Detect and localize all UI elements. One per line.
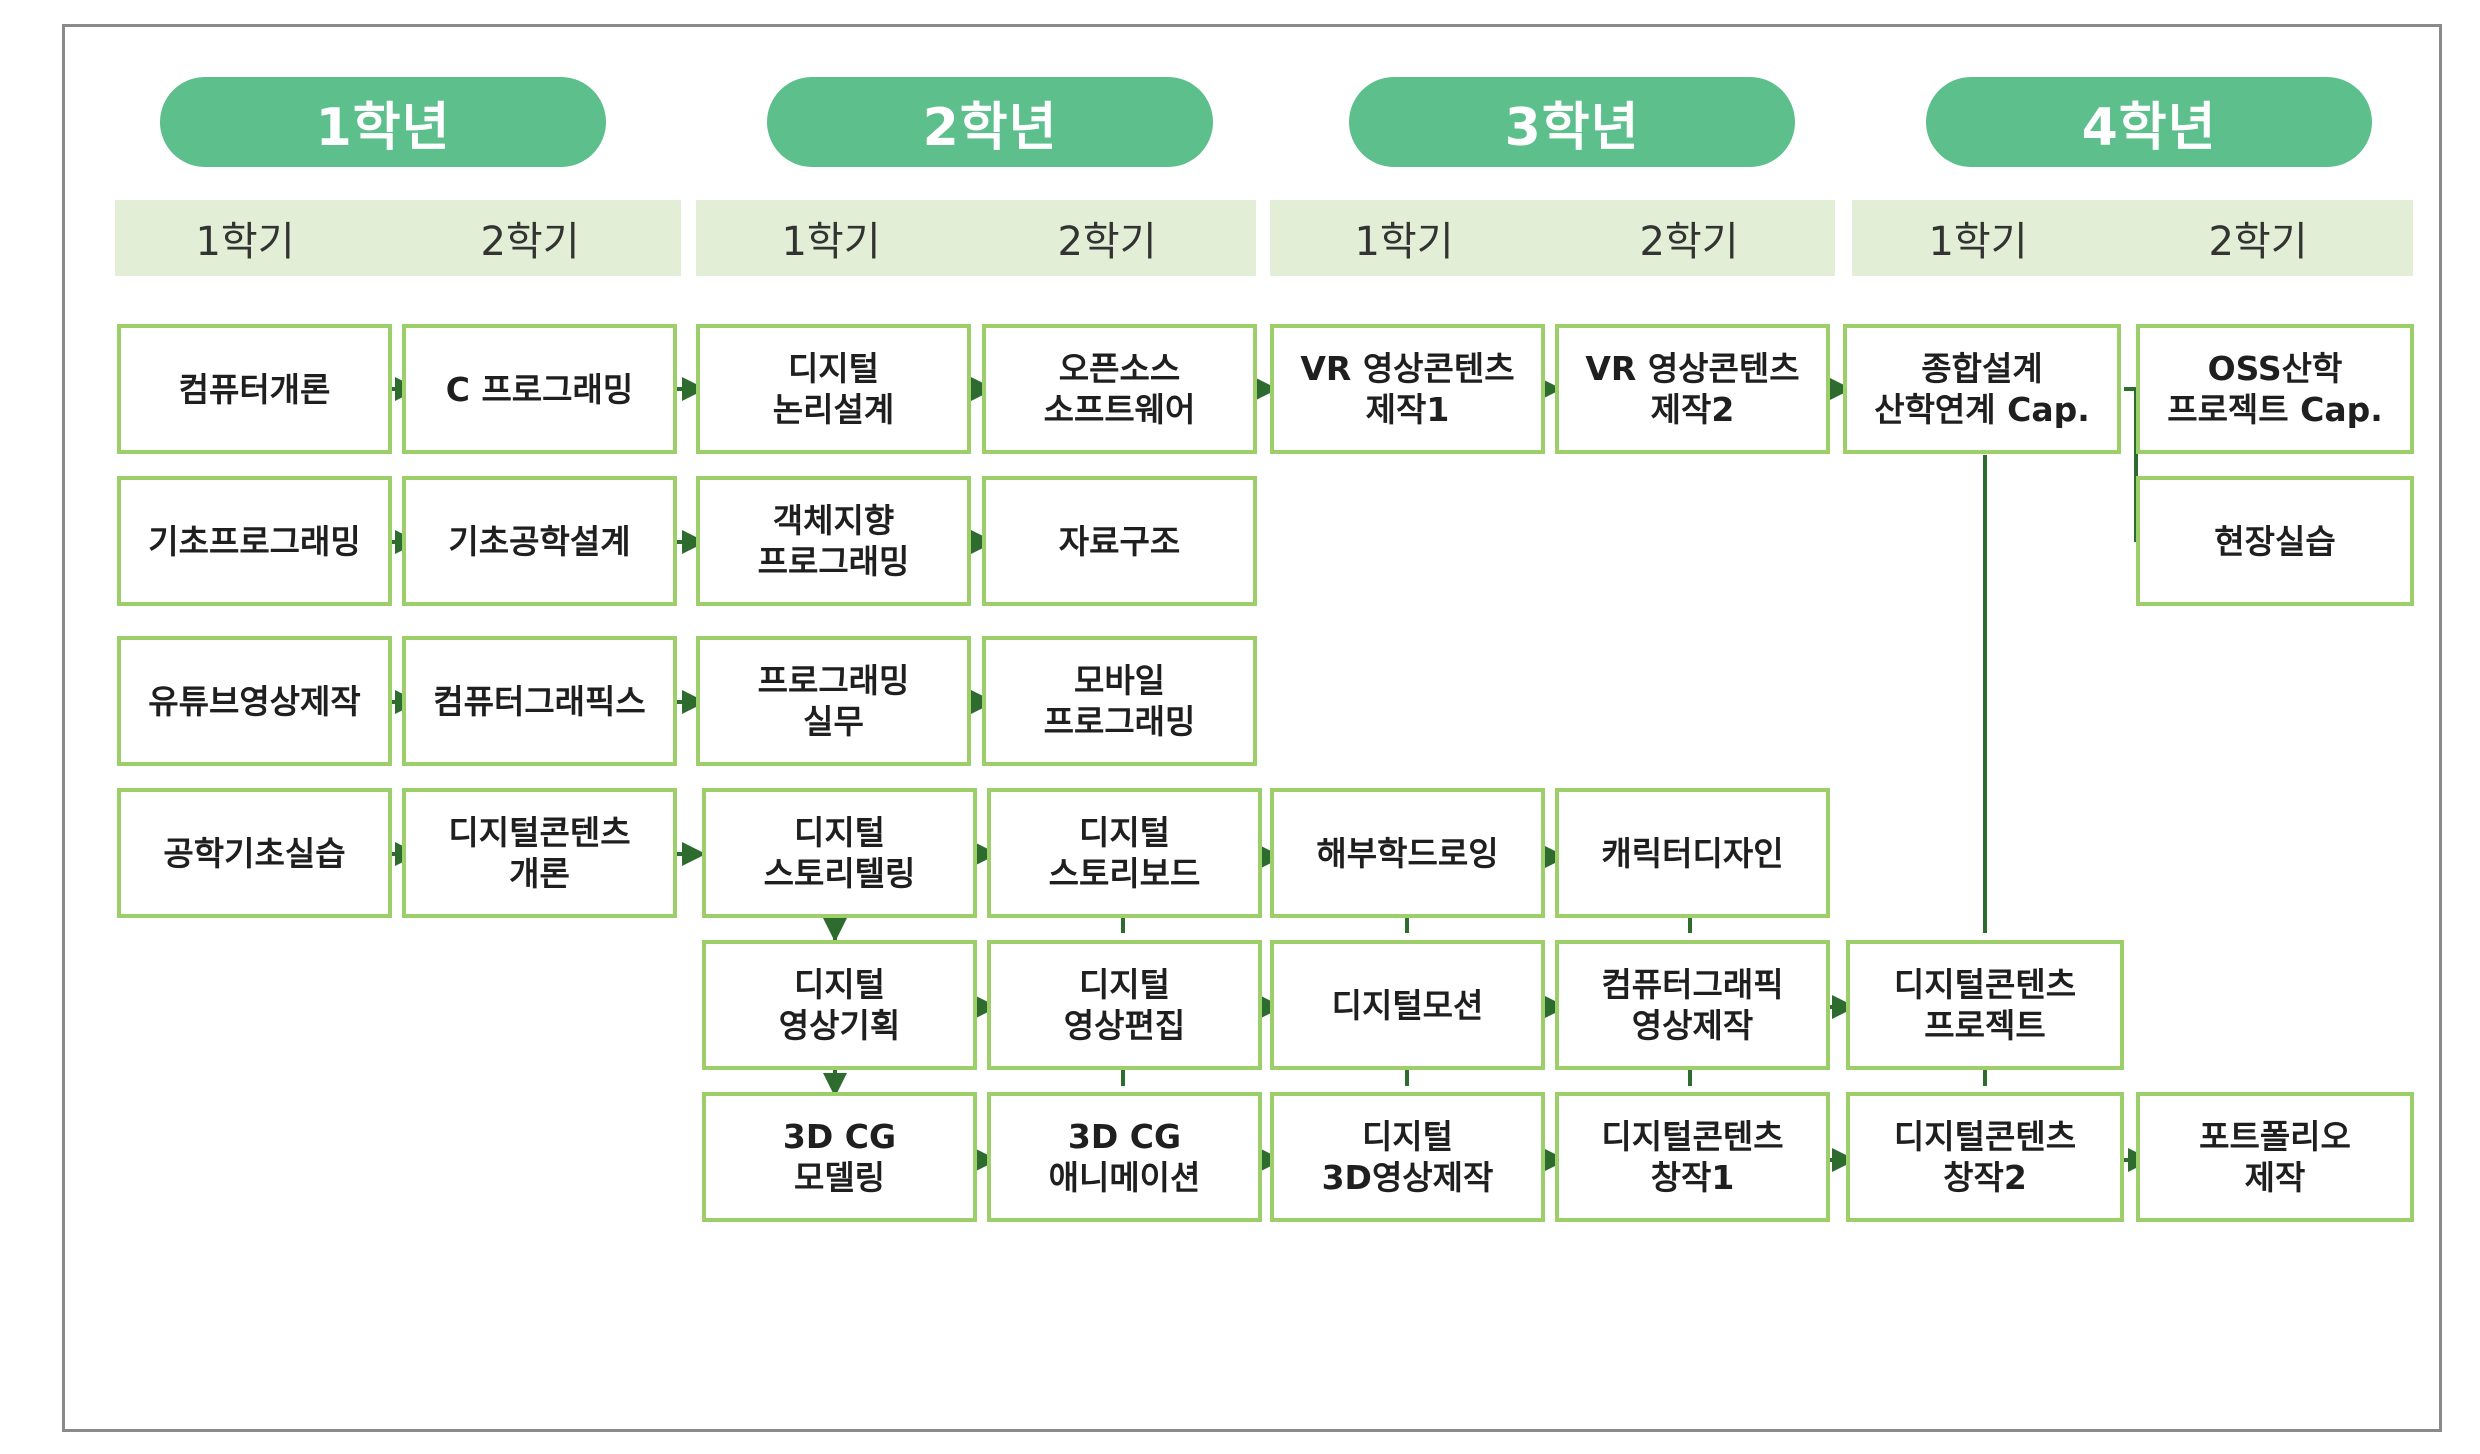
course-box: 디지털모션 xyxy=(1270,940,1545,1070)
course-box: 디지털 논리설계 xyxy=(696,324,971,454)
semester-label: 2학기 xyxy=(1639,219,1739,265)
semester-label: 1학기 xyxy=(1354,219,1454,265)
course-box: 종합설계 산학연계 Cap. xyxy=(1843,324,2121,454)
course-box: 기초공학설계 xyxy=(402,476,677,606)
course-box: 컴퓨터그래픽스 xyxy=(402,636,677,766)
semester-label: 1학기 xyxy=(195,219,295,265)
semester-label: 2학기 xyxy=(1057,219,1157,265)
course-box: 유튜브영상제작 xyxy=(117,636,392,766)
year-2-header: 2학년 xyxy=(767,77,1213,167)
course-box: 포트폴리오 제작 xyxy=(2136,1092,2414,1222)
course-box: 컴퓨터그래픽 영상제작 xyxy=(1555,940,1830,1070)
semester-label: 2학기 xyxy=(2208,219,2308,265)
course-box: 컴퓨터개론 xyxy=(117,324,392,454)
year-4-header: 4학년 xyxy=(1926,77,2372,167)
semester-label: 1학기 xyxy=(1928,219,2028,265)
course-box: 해부학드로잉 xyxy=(1270,788,1545,918)
course-box: 자료구조 xyxy=(982,476,1257,606)
year-3-header: 3학년 xyxy=(1349,77,1795,167)
year-1-header: 1학년 xyxy=(160,77,606,167)
course-box: C 프로그래밍 xyxy=(402,324,677,454)
course-box: 3D CG 애니메이션 xyxy=(987,1092,1262,1222)
course-box: 기초프로그래밍 xyxy=(117,476,392,606)
year-1-semester-band xyxy=(115,200,681,276)
course-box: 디지털콘텐츠 창작1 xyxy=(1555,1092,1830,1222)
course-box: 디지털 스토리텔링 xyxy=(702,788,977,918)
course-box: 3D CG 모델링 xyxy=(702,1092,977,1222)
course-box: 디지털 영상기획 xyxy=(702,940,977,1070)
course-box: 디지털 스토리보드 xyxy=(987,788,1262,918)
course-box: 디지털 3D영상제작 xyxy=(1270,1092,1545,1222)
course-box: 프로그래밍 실무 xyxy=(696,636,971,766)
year-2-semester-band xyxy=(696,200,1256,276)
course-box: 모바일 프로그래밍 xyxy=(982,636,1257,766)
course-box: 디지털콘텐츠 개론 xyxy=(402,788,677,918)
course-box: VR 영상콘텐츠 제작1 xyxy=(1270,324,1545,454)
course-box: 현장실습 xyxy=(2136,476,2414,606)
course-box: OSS산학 프로젝트 Cap. xyxy=(2136,324,2414,454)
course-box: 디지털콘텐츠 창작2 xyxy=(1846,1092,2124,1222)
diagram-frame xyxy=(62,24,2442,1432)
semester-label: 2학기 xyxy=(480,219,580,265)
course-box: 디지털콘텐츠 프로젝트 xyxy=(1846,940,2124,1070)
course-box: 공학기초실습 xyxy=(117,788,392,918)
course-box: 캐릭터디자인 xyxy=(1555,788,1830,918)
course-box: VR 영상콘텐츠 제작2 xyxy=(1555,324,1830,454)
year-4-semester-band xyxy=(1852,200,2413,276)
year-3-semester-band xyxy=(1270,200,1835,276)
semester-label: 1학기 xyxy=(781,219,881,265)
course-box: 객체지향 프로그래밍 xyxy=(696,476,971,606)
course-box: 오픈소스 소프트웨어 xyxy=(982,324,1257,454)
course-box: 디지털 영상편집 xyxy=(987,940,1262,1070)
